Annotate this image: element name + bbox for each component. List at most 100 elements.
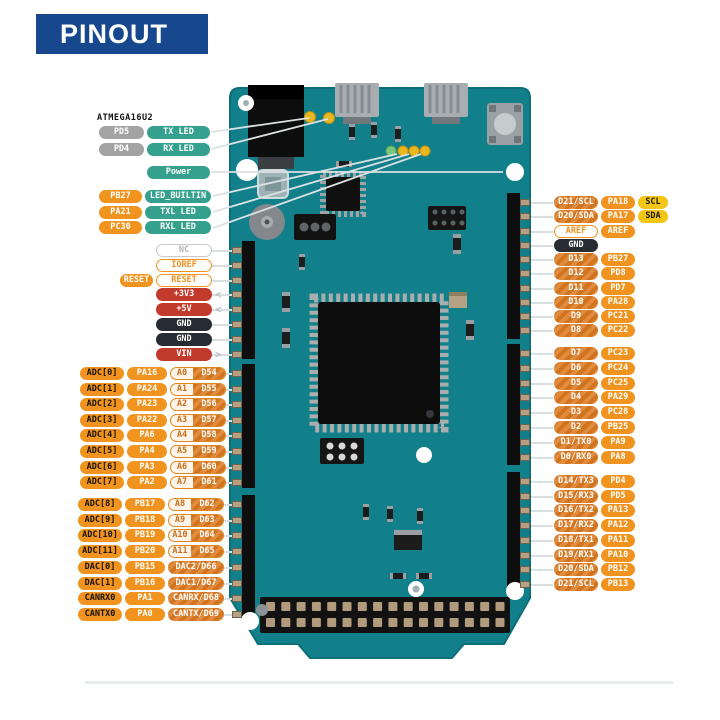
leader-line	[220, 598, 237, 600]
digital-pin-label: D62	[191, 499, 223, 510]
header-pin	[520, 409, 530, 416]
analog-pin-label: A10	[172, 530, 188, 540]
pin-label: GND	[554, 239, 598, 252]
leader-line	[531, 330, 553, 332]
header-pin	[520, 424, 530, 431]
pin-label: PA28	[601, 296, 635, 309]
header-pin	[520, 394, 530, 401]
pin-label: PA10	[601, 549, 635, 562]
digital-pin-label: D56	[193, 399, 225, 410]
power-flow-arrow: <	[215, 288, 222, 301]
leader-line	[531, 316, 553, 318]
leader-line	[212, 324, 237, 326]
pin-label: PA2	[127, 476, 167, 489]
pin-label: PC28	[601, 406, 635, 419]
banner-title: PINOUT	[60, 19, 169, 49]
analog-pin-label: A0	[176, 368, 188, 378]
pin-label: ADC[5]	[80, 445, 124, 458]
header-pin	[232, 306, 242, 313]
pin-label: PC30	[99, 221, 142, 234]
pin-label: PA4	[127, 445, 167, 458]
pin-label: DAC1/D67	[168, 577, 224, 590]
header-pin	[520, 522, 530, 529]
pin-label: PA22	[127, 414, 167, 427]
header-pin	[232, 277, 242, 284]
pin-label: PA9	[601, 436, 635, 449]
pin-label: ADC[8]	[78, 498, 122, 511]
pin-label: ADC[9]	[78, 514, 122, 527]
pin-label: PB27	[99, 190, 142, 203]
leader-line	[531, 457, 553, 459]
pin-label: ADC[0]	[80, 367, 124, 380]
pin-label: PC21	[601, 310, 635, 323]
pin-label: GND	[156, 333, 212, 346]
leader-line	[212, 309, 237, 311]
pin-label: PD4	[99, 143, 144, 156]
header-pin	[232, 548, 242, 555]
power-flow-arrow: >	[215, 348, 222, 361]
leader-line	[531, 481, 553, 483]
header-pin	[520, 493, 530, 500]
pin-label: PA21	[99, 206, 142, 219]
header-pin	[232, 448, 242, 455]
analog-pin-label: A8	[174, 499, 186, 509]
pin-label: ADC[7]	[80, 476, 124, 489]
header-pin	[520, 256, 530, 263]
analog-pin-label: A3	[176, 415, 188, 425]
leader-line	[212, 250, 237, 252]
pin-label: D5	[554, 377, 598, 390]
pin-label: PD5	[99, 126, 144, 139]
pin-label: ADC[1]	[80, 383, 124, 396]
leader-line	[220, 389, 237, 391]
header-pin	[232, 532, 242, 539]
leader-line	[212, 265, 237, 267]
header-pin	[232, 611, 242, 618]
pin-label: PC25	[601, 377, 635, 390]
header-pin	[232, 370, 242, 377]
pin-label: PA11	[601, 534, 635, 547]
pin-label: CANTX/D69	[168, 608, 224, 621]
leader-line	[212, 280, 237, 282]
leader-line	[220, 467, 237, 469]
pin-label: D8	[554, 324, 598, 337]
pin-label: PB15	[125, 561, 165, 574]
header-pin	[520, 285, 530, 292]
pin-label: D9	[554, 310, 598, 323]
digital-pin-label: D63	[191, 515, 223, 526]
pin-label: SCL	[638, 196, 668, 209]
pin-label: GND	[156, 318, 212, 331]
pin-label: RESET	[156, 274, 212, 287]
leader-line	[531, 353, 553, 355]
pin-label: D11	[554, 282, 598, 295]
header-pin	[520, 242, 530, 249]
leader-line	[220, 435, 237, 437]
header-pin	[232, 386, 242, 393]
header-pin	[232, 595, 242, 602]
jtag-header	[428, 206, 466, 230]
leader-line	[220, 404, 237, 406]
leader-line	[212, 294, 237, 296]
pin-label: PB19	[125, 529, 165, 542]
leader-line	[531, 496, 553, 498]
header-pin	[232, 321, 242, 328]
pin-label: D7	[554, 347, 598, 360]
pin-label: PA12	[601, 519, 635, 532]
analog-pin-label: A6	[176, 462, 188, 472]
pin-label: PB18	[125, 514, 165, 527]
header-pin	[520, 299, 530, 306]
power-jack	[248, 85, 304, 169]
pin-label: PC24	[601, 362, 635, 375]
leader-line	[220, 567, 237, 569]
pin-label: PA6	[127, 429, 167, 442]
leader-line	[531, 368, 553, 370]
analog-pin-label: A5	[176, 446, 188, 456]
leader-line	[531, 302, 553, 304]
digital-pin-label: D58	[193, 430, 225, 441]
header-pin	[520, 213, 530, 220]
leader-line	[220, 504, 237, 506]
pin-label: PD4	[601, 475, 635, 488]
